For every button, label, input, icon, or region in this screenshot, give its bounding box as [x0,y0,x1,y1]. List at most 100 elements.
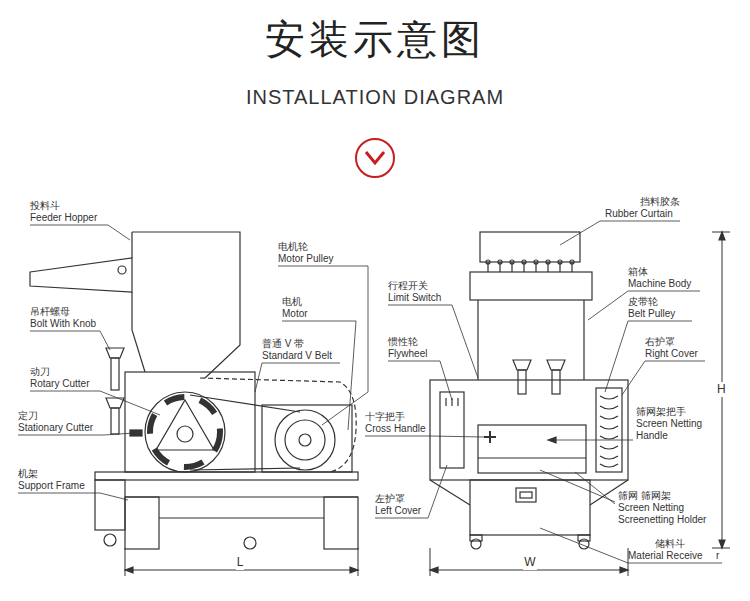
curtain-pin [570,260,574,264]
leader-line [30,391,160,415]
knob [513,360,531,370]
badge-chevron [366,152,384,163]
belt-pulley [600,396,618,467]
cutting-chamber [125,372,255,472]
frame-leg [324,497,358,549]
dimension-label: L [236,555,245,570]
wheel [104,534,116,546]
hopper-neck [478,300,584,380]
dimension-line [125,548,358,576]
part-label: 动刀 [30,366,50,378]
part-label: Feeder Hopper [30,212,97,224]
part-label: 电机 [282,296,302,308]
knob-rod [111,358,119,390]
body-slant [430,480,628,505]
leader-line [388,305,478,378]
part-label: 行程开关 [388,280,428,292]
leader-line [540,528,722,563]
curtain-pin [498,260,502,264]
machine-body [430,380,628,480]
leader-line [30,225,130,240]
arrowhead [548,437,556,443]
curtain-pin [534,260,538,264]
feeder-hopper [132,232,240,378]
part-label: 普通 V 带 [262,338,304,350]
part-label: 箱体 [628,266,648,278]
leader-line [18,433,134,435]
leader-line [556,440,633,441]
belt-guard [200,378,356,472]
badge-circle [356,139,394,177]
cross-handle [484,431,496,443]
knob [106,348,124,358]
right-cover [596,388,622,472]
part-label: Rotary Cutter [30,378,89,390]
rotor-blades [150,397,220,467]
curtain-pin [546,260,550,264]
leader-line [622,361,705,395]
frame-plate [95,472,358,480]
motor-shaft [299,434,311,446]
leader-lines [18,221,722,563]
part-label: Support Frame [18,480,85,492]
part-label: Left Cover [375,505,421,517]
leg [470,535,482,541]
curtain-pin [510,260,514,264]
frame-rail [125,497,358,518]
part-label: 挡料胶条 [640,196,680,208]
leader-line [18,493,128,500]
leader-line [365,436,484,437]
part-label: Screen Netting Screenetting Holder [618,502,716,526]
knob-rod [518,370,526,394]
part-label: 皮带轮 [628,296,658,308]
drawer-handle-inner [520,492,532,498]
part-label: 定刀 [18,410,38,422]
hopper-flange [470,272,592,300]
rotor-hub [177,426,193,442]
part-label: Limit Switch [388,292,441,304]
left-cover [440,392,464,468]
curtain-pin [486,260,490,264]
part-label: 吊杆螺母 [30,306,70,318]
part-label: 筛网 筛网架 [618,490,671,502]
subtitle: INSTALLATION DIAGRAM [246,86,504,109]
dimension-line [712,232,730,548]
wheel [471,539,481,549]
knob [547,360,565,370]
v-belt [190,395,300,470]
part-label: Flywheel [388,348,427,360]
part-label: Bolt With Knob [30,318,96,330]
material-receiver [470,480,590,535]
frame-bin [95,480,125,530]
motor-frame [262,405,352,472]
knob-rod [111,408,119,434]
leader-line [255,363,340,392]
part-label: r [716,550,719,562]
part-label: Screen Netting Handle [636,418,716,442]
part-label: Standard V Belt [262,350,332,362]
part-label: 投料斗 [30,200,60,212]
title: 安装示意图 [265,16,485,62]
curtain-box [480,232,580,262]
leader-line [560,221,680,245]
curtain-pin [558,260,562,264]
part-label: 储料斗 [655,538,685,550]
leader-line [282,321,356,430]
leg [578,535,590,541]
screen-holder [478,425,586,473]
wheel [244,537,256,549]
knob-rod [552,370,560,394]
dimension-line [430,548,628,576]
motor-pulley [285,420,325,460]
part-label: 右护罩 [645,336,675,348]
feed-chute [30,258,132,292]
screen-netting [478,457,586,458]
leader-line [540,470,615,504]
part-label: Material Receive [628,550,702,562]
leader-line [388,361,452,400]
part-label: Cross Handle [365,423,426,435]
curtain-pin [522,260,526,264]
part-label: 筛网架把手 [636,406,686,418]
part-label: Belt Pulley [628,308,675,320]
